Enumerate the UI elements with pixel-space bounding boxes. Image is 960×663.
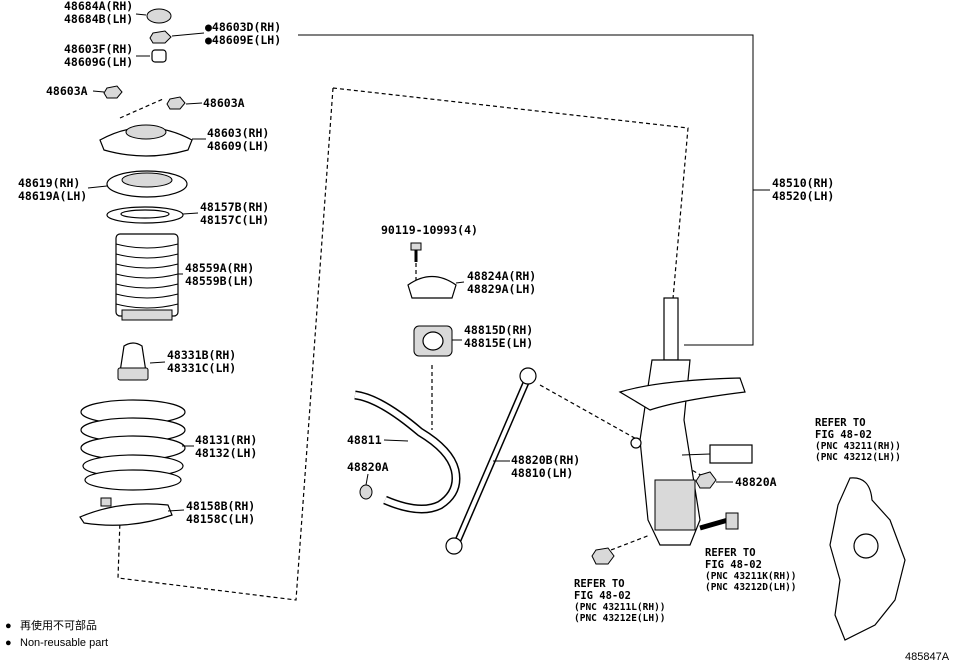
label-48603f: 48603F(RH)48609G(LH) [64,42,133,69]
strut-link-nut [695,471,717,489]
label-48820a-left: 48820A [347,460,389,474]
knuckle-bolt [699,512,739,531]
bracket-bolt [410,242,422,262]
stabilizer-leader [383,439,409,442]
label-48684: 48684A(RH)48684B(LH) [64,0,133,26]
upper-nut [149,30,172,44]
mount-nut-right-leader [185,102,203,105]
stabilizer-bar-fill [354,392,459,512]
assembly-outline [117,87,689,601]
mount-nut-left [103,85,123,99]
coil-spring [80,399,186,491]
cap-leader [135,13,147,16]
knuckle-hub [853,533,879,559]
label-48619: 48619(RH)48619A(LH) [18,176,87,203]
steering-knuckle [829,477,906,641]
nut-leader [119,98,164,119]
label-48811: 48811 [347,433,382,447]
label-48603a-right: 48603A [203,96,245,110]
upper-seat-inner [120,209,170,219]
insulator-tab [100,497,112,507]
label-48158: 48158B(RH)48158C(LH) [186,499,255,526]
bumpstop-leader [149,361,166,364]
legend-english: Non-reusable part [20,637,108,649]
mark-box [709,444,753,464]
bushing-hole [422,331,444,351]
link-to-strut-leader [539,384,707,479]
pnc-bolt: (PNC 43211K(RH))(PNC 43212D(LH)) [705,571,797,593]
stabilizer-link [445,367,537,555]
legend-marker-jp: ● [5,620,12,632]
legend-japanese: 再使用不可部品 [20,618,97,632]
mark-leader [681,453,711,456]
label-48331: 48331B(RH)48331C(LH) [167,348,236,375]
dust-boot [115,233,179,321]
label-48131: 48131(RH)48132(LH) [195,433,257,460]
pnc-nut: (PNC 43211L(RH))(PNC 43212E(LH)) [574,602,666,624]
bump-stop [117,342,149,381]
mount-center [125,124,167,140]
label-48815: 48815D(RH)48815E(LH) [464,323,533,350]
mount-nut-right [166,96,186,110]
legend-marker-en: ● [5,637,12,649]
label-90119: 90119-10993(4) [381,223,478,237]
collar [151,49,167,63]
label-48559: 48559A(RH)48559B(LH) [185,261,254,288]
bearing-leader [87,185,108,189]
label-48820b: 48820B(RH)48810(LH) [511,453,580,480]
label-48824: 48824A(RH)48829A(LH) [467,269,536,296]
bearing-inner [121,172,173,188]
label-48603d: ●48603D(RH)●48609E(LH) [205,20,281,47]
label-48603a-left: 48603A [46,84,88,98]
dust-cap [146,8,172,24]
shock-absorber [618,297,746,546]
upper-seat-leader [182,212,199,215]
lower-insulator [79,503,173,526]
pnc-knuckle: (PNC 43211(RH))(PNC 43212(LH)) [815,441,901,463]
label-48157: 48157B(RH)48157C(LH) [200,200,269,227]
insulator-leader [167,509,185,512]
label-48603: 48603(RH)48609(LH) [207,126,269,153]
strut-leader-line [298,34,754,346]
label-48820a-right: 48820A [735,475,777,489]
bracket-leader [455,281,465,284]
stabilizer-nut [359,484,373,500]
mount-nut-left-leader [92,90,105,93]
nut-leader-line [171,32,205,37]
stabilizer-bracket [407,275,457,299]
stabilizer-nut-leader [365,473,369,486]
knuckle-nut [591,547,615,565]
label-48510: 48510(RH)48520(LH) [772,176,834,203]
figure-id: 485847A [905,651,950,663]
